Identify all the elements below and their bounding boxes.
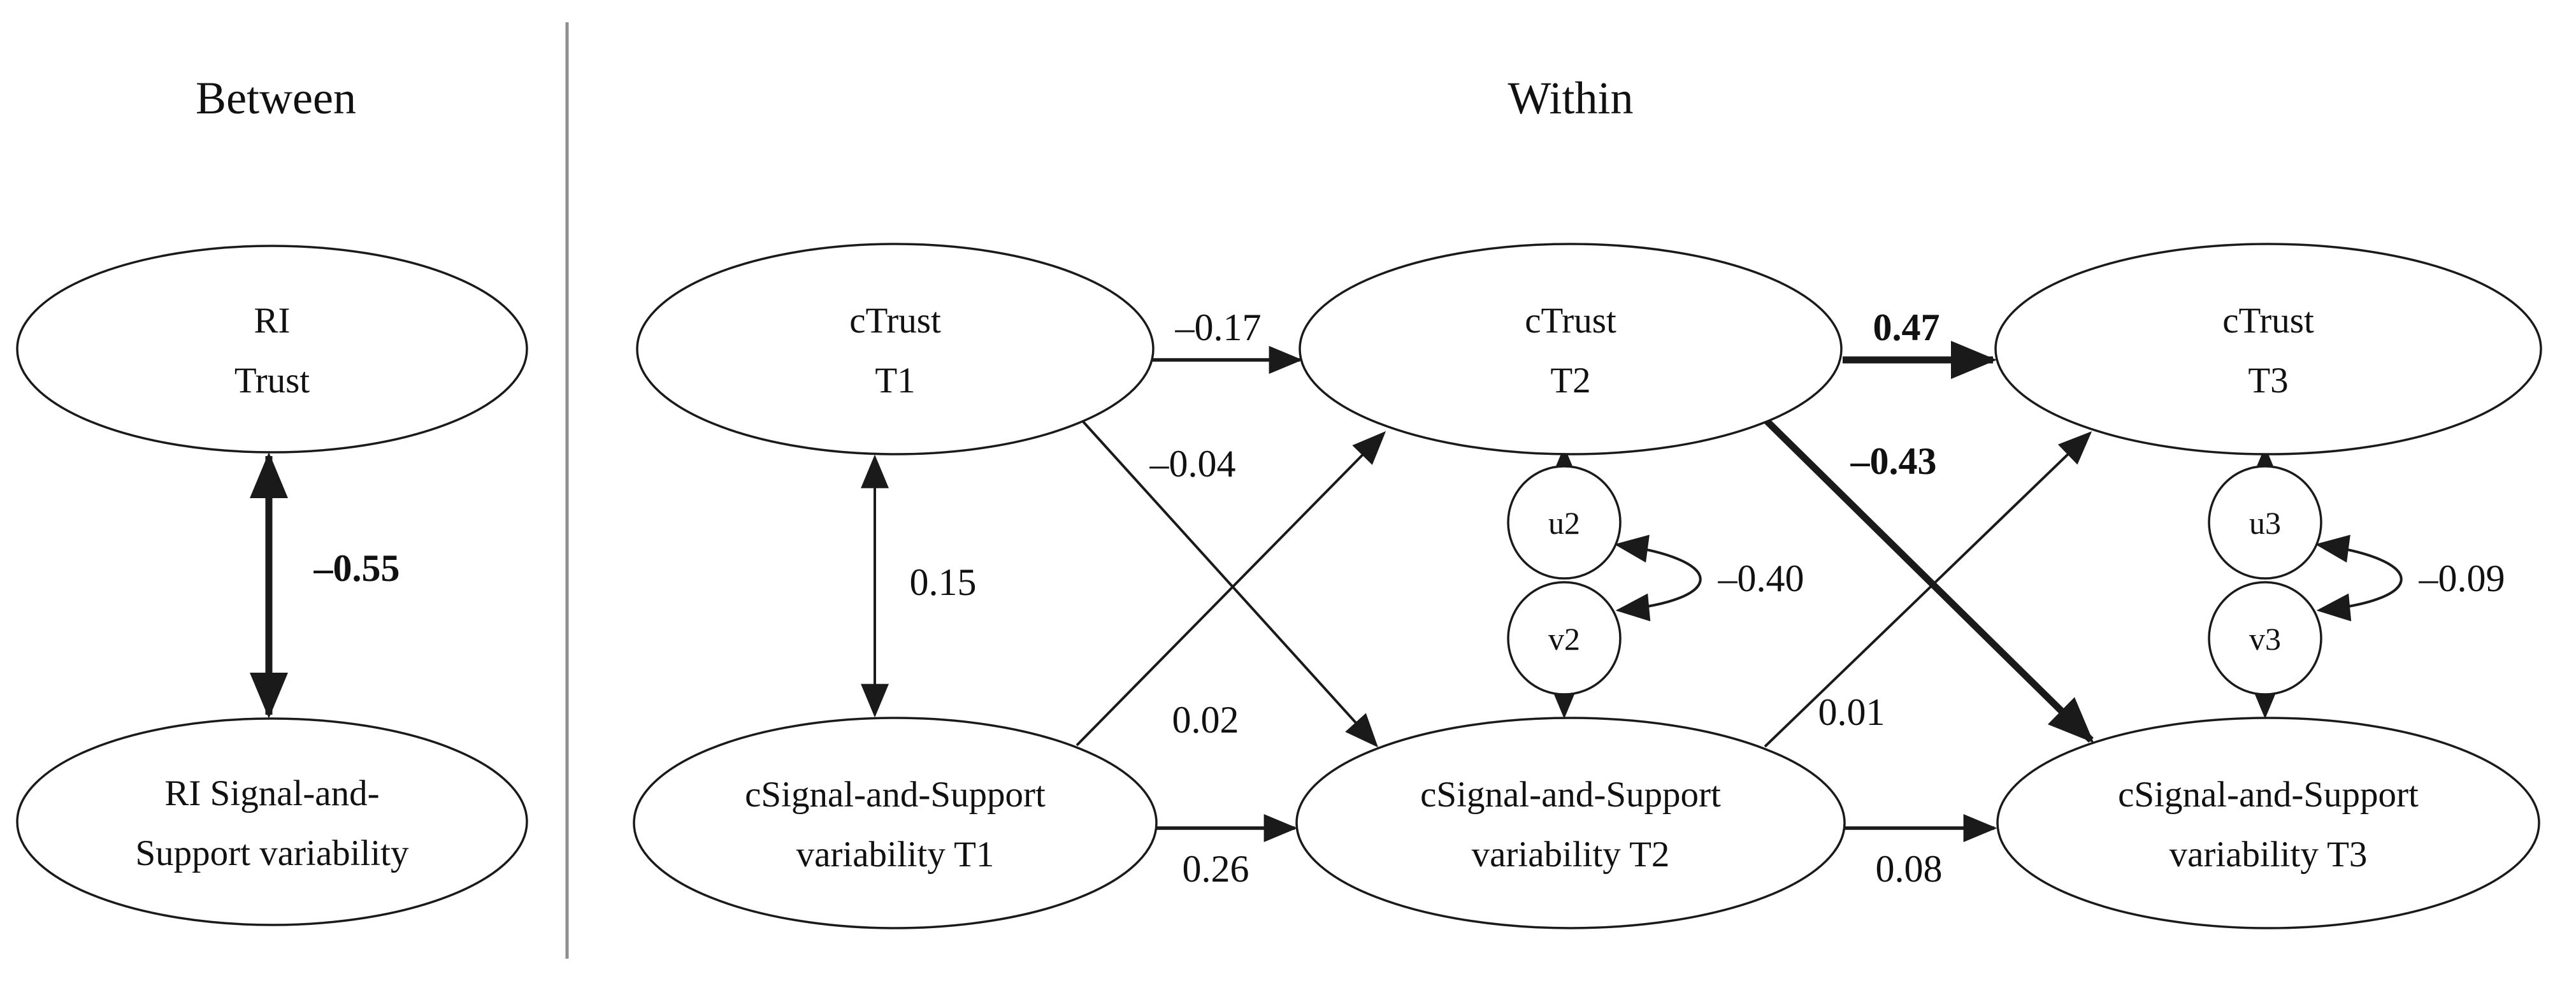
node-ctrust-t2: cTrust T2 <box>1299 243 1843 455</box>
node-ctrust-t1: cTrust T1 <box>636 243 1155 455</box>
csignal-t1-label-line2: variability T1 <box>796 834 995 875</box>
u2-label: u2 <box>1548 505 1580 541</box>
coef-u3-v3-covariance: –0.09 <box>2419 557 2505 599</box>
coef-ctrust-t1-t2: –0.17 <box>1175 306 1262 348</box>
ri-trust-label-line2: Trust <box>234 361 310 401</box>
node-u2: u2 <box>1507 465 1622 580</box>
csignal-t3-ellipse <box>1996 717 2540 929</box>
csignal-t1-ellipse <box>633 717 1158 929</box>
csignal-t3-label-line2: variability T3 <box>2169 834 2368 875</box>
ctrust-t3-label-line2: T3 <box>2248 361 2288 401</box>
coef-csignal-t2-ctrust-t3: 0.01 <box>1818 691 1885 733</box>
v2-label: v2 <box>1548 621 1580 657</box>
csignal-t2-label-line2: variability T2 <box>1472 834 1670 875</box>
u2-circle <box>1507 465 1622 580</box>
node-csignal-t2: cSignal-and-Support variability T2 <box>1295 717 1846 929</box>
node-ctrust-t3: cTrust T3 <box>1994 243 2542 455</box>
coef-u2-v2-covariance: –0.40 <box>1718 557 1804 599</box>
ri-signal-ellipse <box>16 717 528 926</box>
u3-circle <box>2208 465 2322 580</box>
ri-signal-label-line2: Support variability <box>135 833 409 873</box>
ctrust-t1-label-line2: T1 <box>875 361 915 401</box>
coef-csignal-t1-t2: 0.26 <box>1183 848 1249 890</box>
csignal-t1-label-line1: cSignal-and-Support <box>745 775 1046 815</box>
csignal-t2-ellipse <box>1295 717 1846 929</box>
ctrust-t1-ellipse <box>636 243 1155 455</box>
v3-circle <box>2208 581 2322 696</box>
path-u2-v2-covariance <box>1614 534 1702 622</box>
ctrust-t1-label-line1: cTrust <box>849 301 941 341</box>
coef-ri-covariance: –0.55 <box>313 547 400 589</box>
coef-ctrust-t2-csignal-t3: –0.43 <box>1850 440 1937 482</box>
node-v3: v3 <box>2208 581 2322 696</box>
u3-label: u3 <box>2249 505 2281 541</box>
ri-signal-label-line1: RI Signal-and- <box>164 773 379 813</box>
ri-trust-label-line1: RI <box>254 301 291 341</box>
ctrust-t3-label-line1: cTrust <box>2222 301 2314 341</box>
coef-ctrust-t1-csignal-t2: –0.04 <box>1149 443 1236 485</box>
within-section-title: Within <box>1507 73 1633 124</box>
node-ri-trust: RI Trust <box>16 245 528 454</box>
node-u3: u3 <box>2208 465 2322 580</box>
csignal-t2-label-line1: cSignal-and-Support <box>1420 775 1721 815</box>
path-ctrust-t2-to-csignal-t3 <box>1764 418 2094 743</box>
between-section-title: Between <box>196 73 356 124</box>
path-csignal-t2-to-ctrust-t3 <box>1764 431 2092 748</box>
ctrust-t2-ellipse <box>1299 243 1843 455</box>
ctrust-t3-ellipse <box>1994 243 2542 455</box>
coef-ctrust-t2-t3: 0.47 <box>1873 306 1940 348</box>
path-u3-v3-covariance <box>2315 534 2403 622</box>
coef-within-t1-covariance: 0.15 <box>910 561 977 603</box>
node-csignal-t3: cSignal-and-Support variability T3 <box>1996 717 2540 929</box>
coef-csignal-t2-t3: 0.08 <box>1876 848 1943 890</box>
path-ctrust-t1-to-csignal-t2 <box>1082 420 1378 748</box>
csignal-t3-label-line1: cSignal-and-Support <box>2118 775 2419 815</box>
ri-trust-ellipse <box>16 245 528 454</box>
coef-csignal-t1-ctrust-t2: 0.02 <box>1172 699 1239 741</box>
path-csignal-t1-to-ctrust-t2 <box>1076 431 1386 747</box>
v3-label: v3 <box>2249 621 2281 657</box>
node-ri-signal-support-variability: RI Signal-and- Support variability <box>16 717 528 926</box>
node-v2: v2 <box>1507 581 1622 696</box>
node-csignal-t1: cSignal-and-Support variability T1 <box>633 717 1158 929</box>
ctrust-t2-label-line2: T2 <box>1550 361 1590 401</box>
v2-circle <box>1507 581 1622 696</box>
ctrust-t2-label-line1: cTrust <box>1525 301 1616 341</box>
